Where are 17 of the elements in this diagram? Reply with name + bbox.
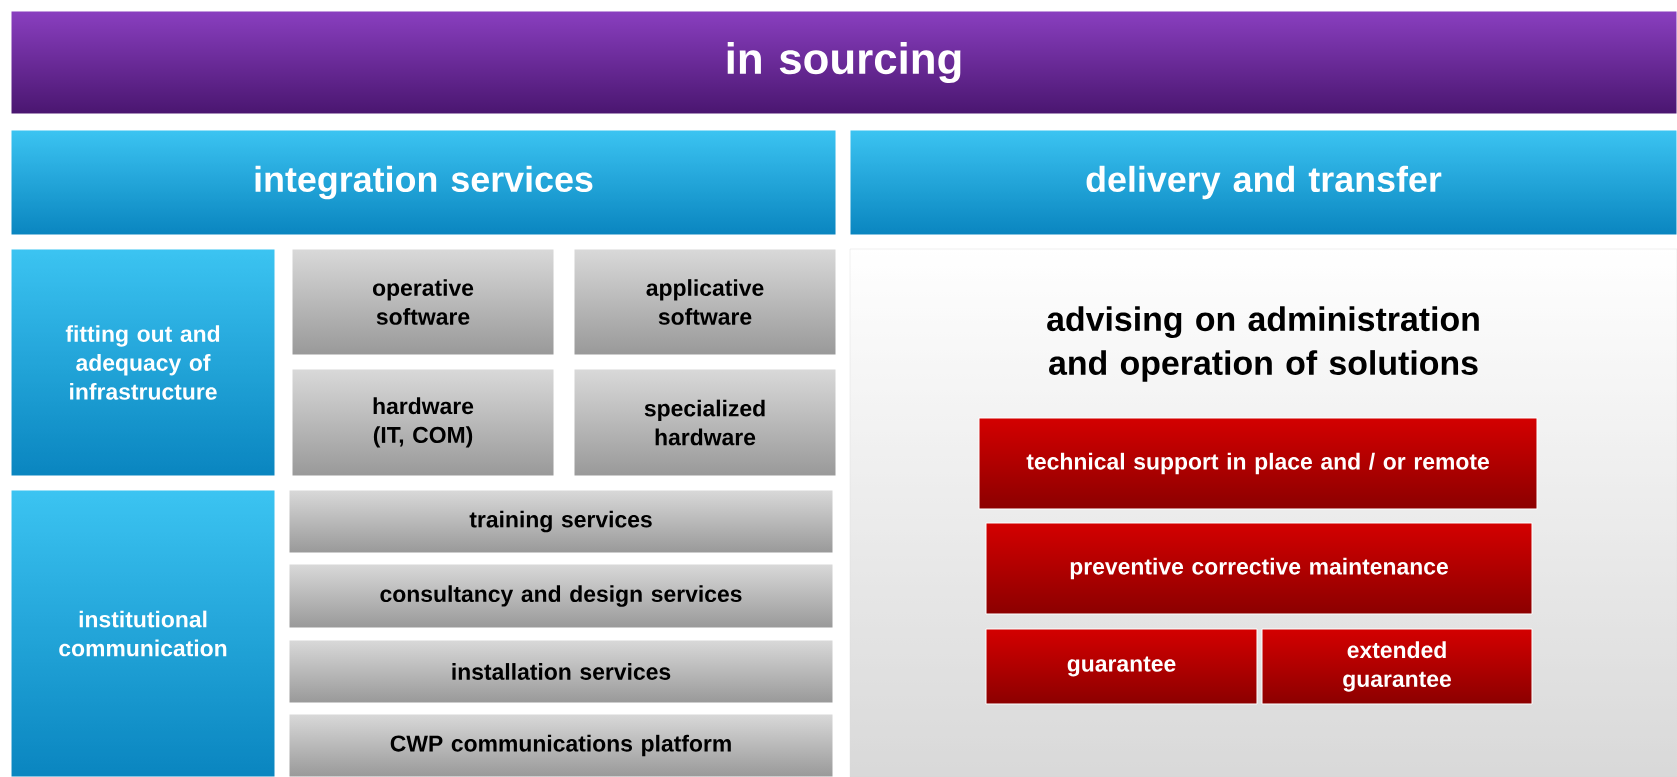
category-box: integration services [10,129,837,236]
category-box: institutional communication [10,489,276,777]
category-box: delivery and transfer [849,129,1677,236]
service-box: guarantee [985,628,1258,705]
service-box: CWP communications platform [288,713,834,777]
service-box: installation services [288,639,834,704]
service-box: specialized hardware [573,368,837,477]
category-box: fitting out and adequacy of infrastructure [10,248,276,477]
banner: in sourcing [10,10,1677,115]
service-box: applicative software [573,248,837,356]
service-box: preventive corrective maintenance [985,522,1533,615]
service-box: training services [288,489,834,554]
service-box: extended guarantee [1261,628,1533,705]
service-box: operative software [291,248,555,356]
service-box: hardware (IT, COM) [291,368,555,477]
service-box: consultancy and design services [288,563,834,629]
service-box: technical support in place and / or remote [978,417,1538,510]
